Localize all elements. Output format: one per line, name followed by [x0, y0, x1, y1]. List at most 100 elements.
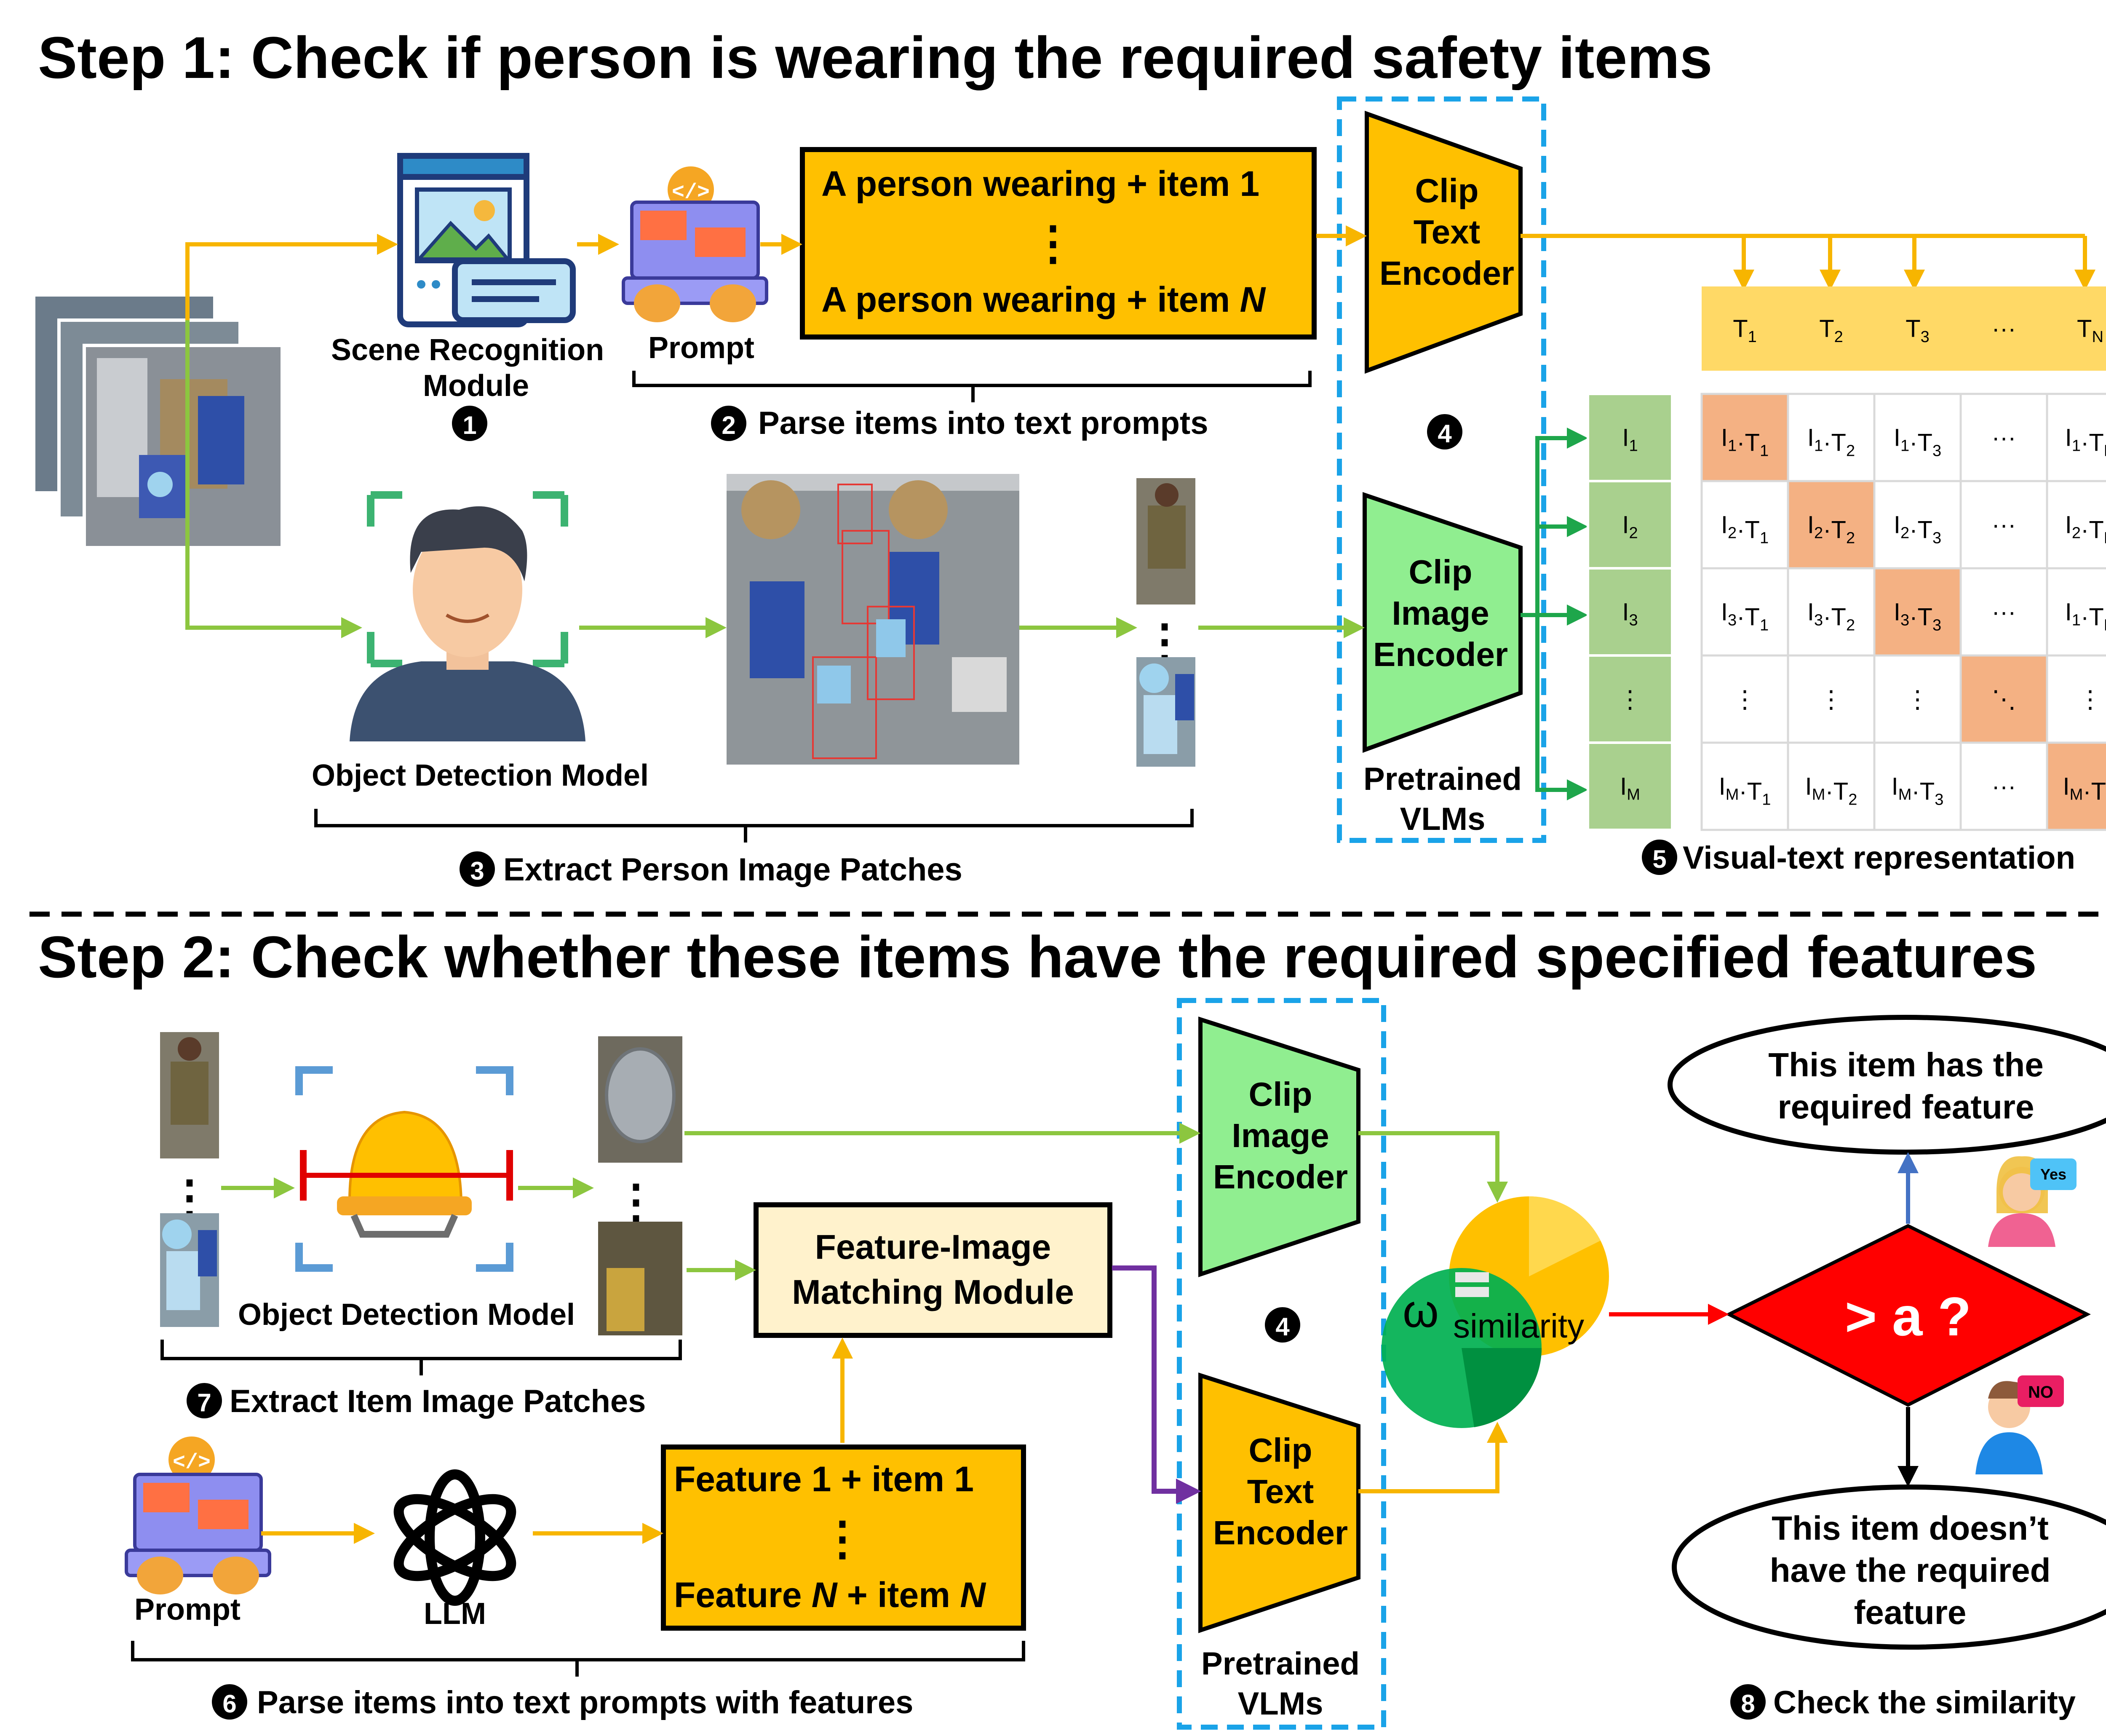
result-no-ellipse: [1672, 1485, 2106, 1650]
detection-output-image: [727, 474, 1019, 765]
svg-text:Clip: Clip: [1248, 1431, 1312, 1469]
matrix-cell-label: I1·T3: [1894, 424, 1941, 460]
prompt-icon-step2: </>: [125, 1436, 271, 1594]
matrix-cell: [1787, 741, 1876, 831]
matrix-cell-label: I1·T1: [1721, 424, 1769, 460]
matrix-cell: [1787, 480, 1876, 570]
matrix-cell-label: ⋮: [1733, 686, 1757, 713]
step4-badge: 4: [1427, 414, 1462, 449]
matrix-header-cell: [1702, 286, 1788, 371]
matrix-cell-label: I2·TN: [2065, 511, 2106, 547]
step3-badge: 3: [460, 851, 495, 887]
matrix-header-cell: [2047, 286, 2106, 371]
matrix-cell: [1700, 393, 1789, 482]
matrix-cell-label: I1·TN: [2065, 424, 2106, 460]
matrix-cell: [1873, 393, 1962, 482]
matrix-row-label: I2: [1622, 511, 1638, 542]
helmet-detection-icon: [295, 1066, 513, 1272]
prompt-box-line2: A person wearing + item: [821, 280, 1240, 319]
step6-bracket: [131, 1641, 1025, 1661]
matrix-row-label-cell: [1587, 480, 1673, 570]
step7-badge: 7: [187, 1383, 222, 1418]
matrix-cell: [2046, 654, 2106, 744]
step7-label: Extract Item Image Patches: [230, 1383, 646, 1419]
scene-recognition-label-1: Scene Recognition: [331, 333, 604, 367]
result-yes-line1: This item has the: [1768, 1046, 2043, 1083]
result-yes-ellipse: [1668, 1015, 2106, 1155]
svg-text:Encoder: Encoder: [1213, 1514, 1348, 1551]
svg-text:Clip: Clip: [1248, 1075, 1312, 1113]
matrix-cell-label: IM·T2: [1805, 773, 1857, 809]
pretrained-vlms-label-step2-1: Pretrained: [1201, 1646, 1360, 1682]
matrix-cell-label: I3·T3: [1894, 599, 1941, 634]
step3-label: Extract Person Image Patches: [503, 852, 962, 888]
matrix-header-label: T3: [1906, 315, 1930, 346]
matrix-cell: [1787, 567, 1876, 657]
similarity-sub: similarity: [1453, 1307, 1584, 1345]
svg-text:3: 3: [470, 857, 484, 885]
matrix-cell: [1787, 654, 1876, 744]
svg-text:Text: Text: [1247, 1473, 1314, 1510]
svg-text:NO: NO: [2028, 1383, 2053, 1402]
input-video-frames: [32, 293, 284, 549]
svg-text:Yes: Yes: [2040, 1166, 2066, 1183]
svg-text:Feature-Image: Feature-Image: [815, 1228, 1051, 1266]
step1-badge: 1: [452, 406, 487, 441]
matrix-header-cell: [1874, 286, 1961, 371]
svg-text:4: 4: [1438, 420, 1452, 448]
matrix-header-label: ···: [1992, 315, 2016, 342]
pretrained-vlms-label-2: VLMs: [1400, 801, 1486, 837]
step2-bracket: [632, 371, 1312, 387]
matrix-header-label: T2: [1819, 315, 1843, 346]
step2-person-patches: ⋮: [160, 1032, 219, 1327]
matrix-row-label-cell: [1587, 393, 1673, 482]
step7-bracket: [160, 1340, 682, 1360]
pretrained-vlms-label-1: Pretrained: [1363, 761, 1522, 797]
matrix-cell: [1873, 654, 1962, 744]
prompt-box-line1: A person wearing + item 1: [821, 164, 1259, 203]
matrix-cell: [1787, 393, 1876, 482]
feature-box-line1: Feature 1 + item 1: [674, 1459, 974, 1499]
step2-label: Parse items into text prompts: [758, 405, 1208, 441]
matrix-cell: [2046, 741, 2106, 831]
matrix-cell-label: IM·TN: [2063, 773, 2106, 809]
similarity-circles: ω similarity: [1382, 1196, 1609, 1428]
svg-text:Clip: Clip: [1408, 553, 1472, 591]
step8-label: Check the similarity: [1773, 1685, 2076, 1720]
matrix-cell-label: I2·T1: [1721, 511, 1769, 547]
matrix-header-cell: [1961, 286, 2047, 371]
matrix-cell-label: I3·T2: [1807, 599, 1855, 634]
matrix-cell: [1700, 654, 1789, 744]
svg-text:2: 2: [722, 411, 735, 439]
step2-arrows: [221, 1123, 1919, 1544]
svg-text:Feature N + item N: Feature N + item N: [674, 1575, 986, 1615]
step5-label: Visual-text representation: [1683, 840, 2075, 876]
matrix-cell: [1959, 741, 2048, 831]
matrix-cell: [1700, 741, 1789, 831]
svg-text:Encoder: Encoder: [1213, 1158, 1348, 1196]
svg-text:Encoder: Encoder: [1379, 254, 1514, 292]
matrix-cell: [1959, 393, 2048, 482]
similarity-omega: ω: [1403, 1285, 1439, 1337]
result-no-line3: feature: [1854, 1594, 1967, 1631]
step1-arrows: [185, 225, 2095, 800]
svg-text:7: 7: [197, 1388, 211, 1417]
result-yes-line2: required feature: [1777, 1088, 2034, 1126]
svg-text:⋮: ⋮: [613, 1176, 659, 1228]
feature-image-matching-module: Feature-Image Matching Module: [754, 1202, 1112, 1338]
text-prompts-box: A person wearing + item 1 ⋮ A person wea…: [800, 147, 1317, 340]
svg-text:</>: </>: [173, 1451, 211, 1475]
matrix-cell-label: ⋮: [1906, 686, 1930, 713]
step6-badge: 6: [212, 1684, 247, 1720]
matrix-cell: [2046, 567, 2106, 657]
matrix-cell-label: ···: [1992, 773, 2016, 800]
object-detection-icon: [350, 491, 585, 741]
step3-bracket: [314, 809, 1194, 827]
matrix-cell: [1873, 480, 1962, 570]
svg-text:Clip: Clip: [1415, 172, 1478, 209]
step2-badge: 2: [711, 406, 746, 441]
matrix-header-label: TN: [2077, 315, 2103, 346]
svg-text:Text: Text: [1414, 213, 1481, 251]
